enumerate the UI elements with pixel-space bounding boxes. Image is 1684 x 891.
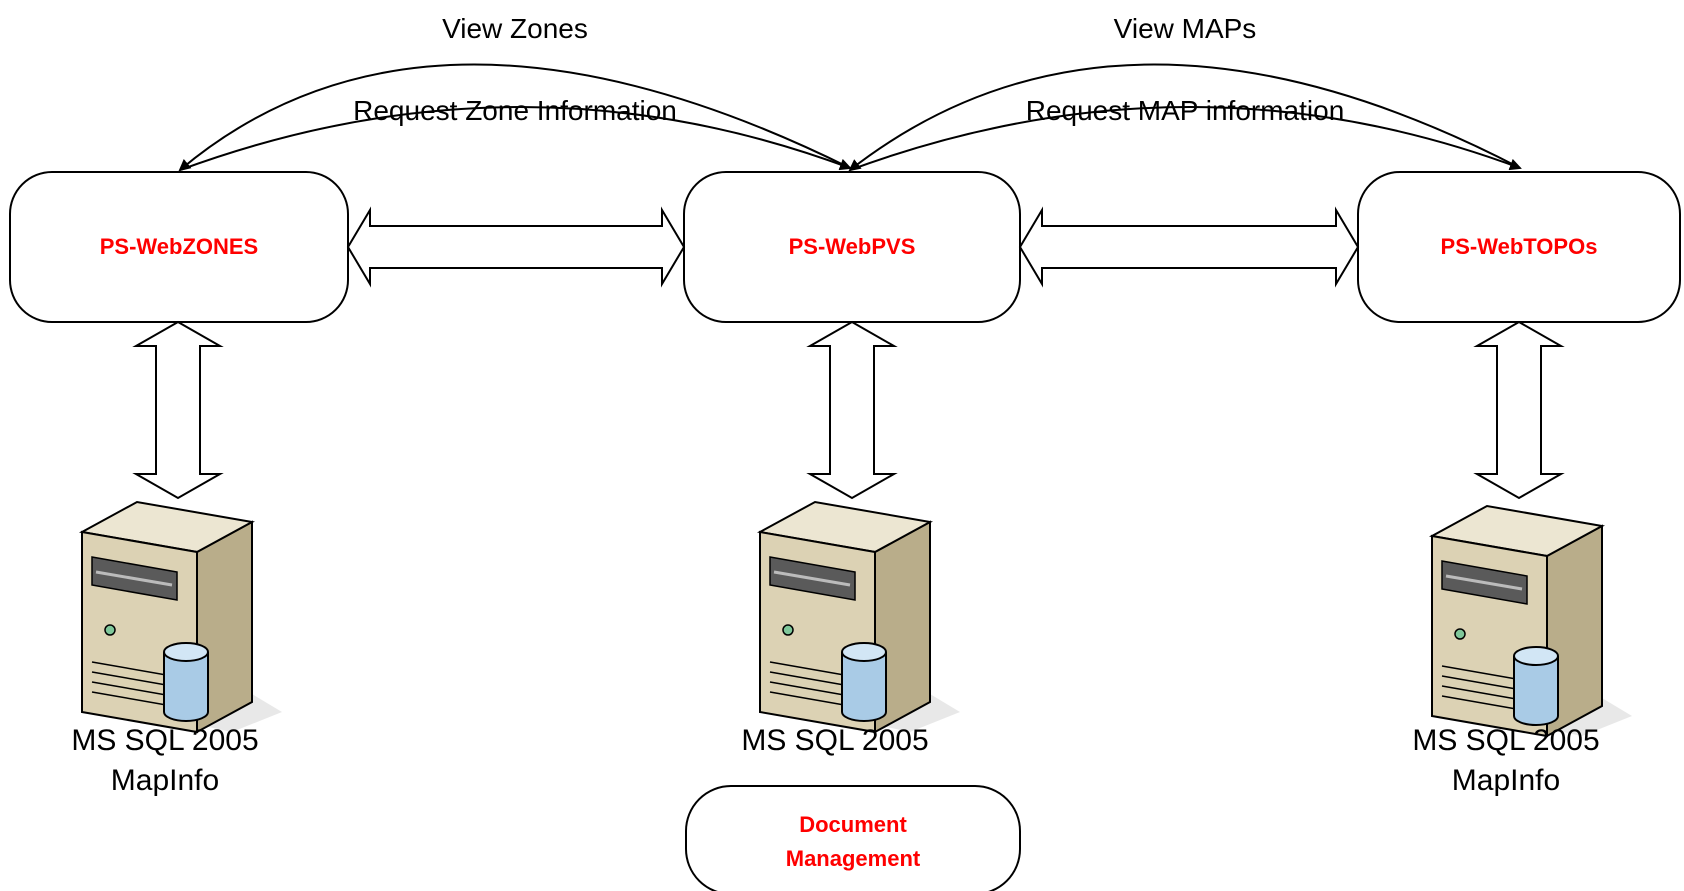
node-label-pvs: PS-WebPVS — [789, 234, 916, 259]
server-label-left-2: MapInfo — [111, 764, 219, 797]
node-ps-webpvs: PS-WebPVS — [683, 171, 1021, 323]
node-document-management: Document Management — [685, 785, 1021, 891]
link-pvs-server — [806, 320, 898, 500]
server-label-right-2: MapInfo — [1452, 764, 1560, 797]
label-request-zone-info: Request Zone Information — [353, 95, 677, 126]
edge-request-map-info — [849, 106, 1522, 171]
edge-view-zones — [178, 63, 851, 172]
node-ps-webtopos: PS-WebTOPOs — [1357, 171, 1681, 323]
node-label-zones: PS-WebZONES — [100, 234, 259, 259]
node-label-docmgmt-1: Document — [799, 812, 907, 837]
link-zones-server — [132, 320, 224, 500]
edge-request-zone-info — [179, 106, 852, 171]
label-view-maps: View MAPs — [1114, 13, 1257, 44]
node-label-docmgmt-2: Management — [786, 846, 921, 871]
edge-view-maps — [848, 63, 1521, 172]
node-label-topos: PS-WebTOPOs — [1441, 234, 1598, 259]
server-label-center-1: MS SQL 2005 — [741, 724, 928, 757]
server-db-icon-left — [80, 500, 284, 734]
link-zones-pvs — [346, 206, 686, 288]
link-pvs-topos — [1018, 206, 1360, 288]
node-ps-webzones: PS-WebZONES — [9, 171, 349, 323]
label-view-zones: View Zones — [442, 13, 588, 44]
server-label-right-1: MS SQL 2005 — [1412, 724, 1599, 757]
server-db-icon-center — [758, 500, 962, 734]
link-topos-server — [1473, 320, 1565, 500]
server-db-icon-right — [1430, 504, 1634, 738]
server-label-left-1: MS SQL 2005 — [71, 724, 258, 757]
label-request-map-info: Request MAP information — [1026, 95, 1345, 126]
